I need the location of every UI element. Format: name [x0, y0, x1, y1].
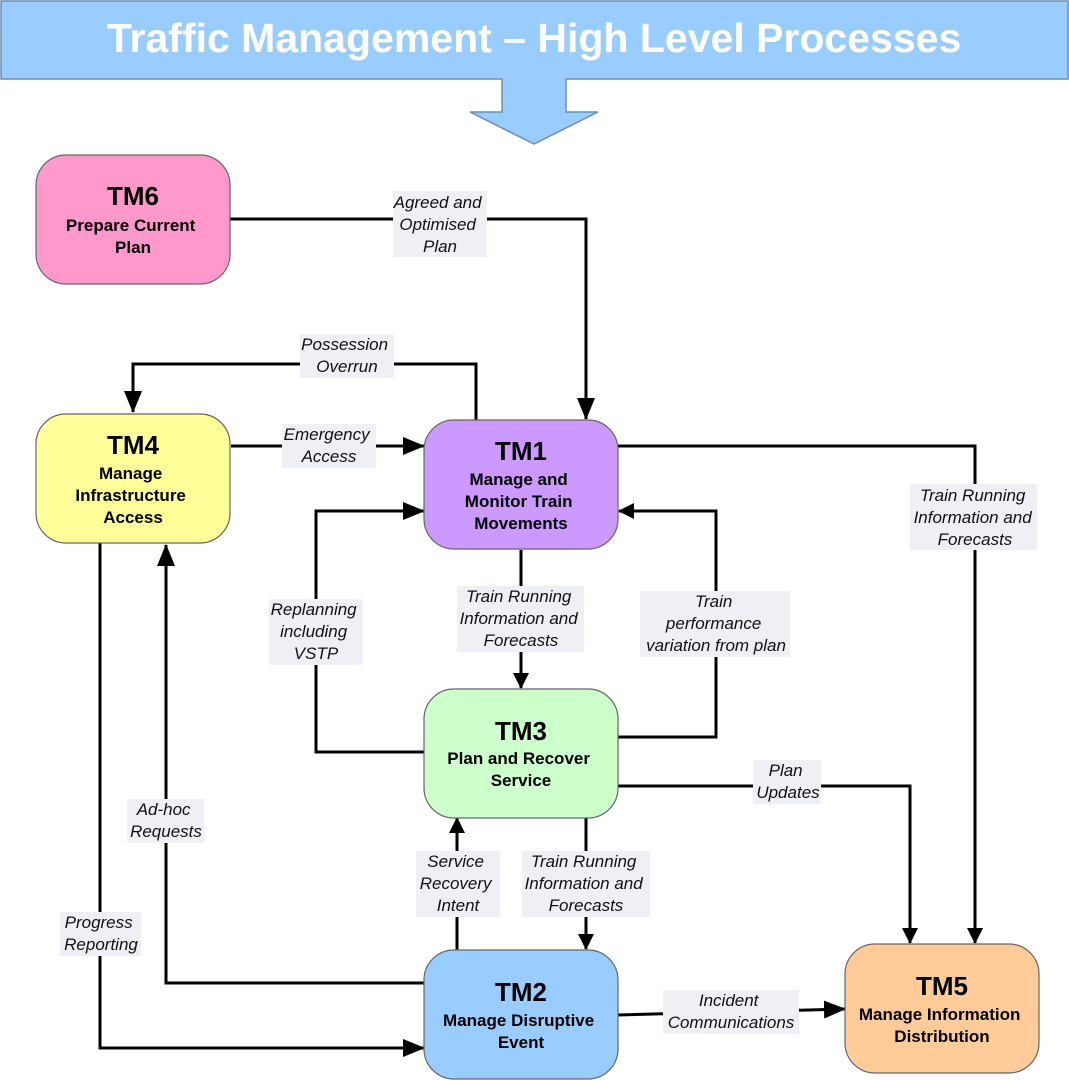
node-tm6[interactable]: TM6 Prepare Current Plan [35, 154, 231, 285]
node-tm3-label: Plan and Recover Service [447, 749, 594, 790]
svg-text:Possession Overrun: Possession Overrun [301, 335, 393, 376]
svg-text:Plan Updates: Plan Updates [756, 761, 820, 802]
node-tm5-label: Manage Information Distribution [859, 1005, 1025, 1046]
node-tm2-label: Manage Disruptive Event [443, 1011, 599, 1052]
title-banner: Traffic Management – High Level Processe… [0, 0, 1069, 145]
svg-text:Progress Reporting: Progress Reporting [64, 913, 138, 954]
svg-text:Train performance: Train performance variation from plan [646, 592, 786, 655]
banner-arrow-shape [0, 0, 1069, 145]
node-tm4-label: Manage Infrastructure Access [75, 464, 190, 527]
edge-label-tm2-tm3: Service Recovery Intent [416, 851, 500, 917]
edge-label-tm1-tm3: Train Running Information and Forecasts [457, 586, 584, 652]
svg-text:Train Running Informat: Train Running Information and Forecasts [525, 852, 648, 915]
svg-text:Train Running Informat: Train Running Information and Forecasts [914, 486, 1037, 549]
node-tm3-id: TM3 [495, 716, 547, 746]
edge-labels: Agreed and Optimised Plan Possession Ove… [60, 191, 1037, 1034]
edge-label-tm3-tm1-performance: Train performance variation from plan [640, 591, 790, 657]
edge-label-tm2-tm4: Ad-hoc Requests [127, 799, 204, 843]
edge-tm1-tm5 [618, 444, 983, 944]
edge-label-tm3-tm1-replanning: Replanning including VSTP [269, 599, 363, 665]
node-tm5-id: TM5 [916, 971, 968, 1001]
edge-label-tm2-tm5: Incident Communications [663, 990, 799, 1034]
node-tm6-id: TM6 [107, 181, 159, 211]
edge-tm3-tm5 [618, 784, 918, 944]
node-tm6-label: Prepare Current Plan [66, 216, 200, 257]
svg-text:Service Recovery: Service Recovery Intent [420, 852, 497, 915]
node-tm5[interactable]: TM5 Manage Information Distribution [844, 943, 1040, 1074]
svg-text:Incident Communication: Incident Communications [668, 991, 795, 1032]
node-tm1-id: TM1 [495, 436, 547, 466]
svg-text:Ad-hoc Requests: Ad-hoc Requests [130, 800, 202, 841]
edge-label-tm6-tm1: Agreed and Optimised Plan [393, 191, 487, 257]
node-tm4[interactable]: TM4 Manage Infrastructure Access [35, 413, 231, 544]
diagram-title: Traffic Management – High Level Processe… [107, 15, 962, 61]
edge-label-tm1-tm4: Possession Overrun [300, 334, 394, 378]
svg-text:Agreed and Optimised: Agreed and Optimised Plan [393, 193, 487, 256]
edge-label-tm3-tm5: Plan Updates [753, 760, 821, 804]
edge-label-tm4-tm2: Progress Reporting [60, 912, 141, 956]
edge-tm2-tm4 [157, 544, 424, 985]
edge-tm4-tm2 [98, 543, 425, 1057]
node-tm1[interactable]: TM1 Manage and Monitor Train Movements [423, 419, 619, 550]
node-tm2[interactable]: TM2 Manage Disruptive Event [423, 949, 619, 1080]
svg-text:Train Running Informat: Train Running Information and Forecasts [460, 587, 583, 650]
svg-text:Emergency Access: Emergency Access [284, 425, 375, 466]
edge-label-tm1-tm5: Train Running Information and Forecasts [910, 484, 1037, 550]
node-tm3[interactable]: TM3 Plan and Recover Service [423, 688, 619, 819]
node-tm1-label: Manage and Monitor Train Movements [465, 470, 577, 533]
node-tm2-id: TM2 [495, 977, 547, 1007]
edge-label-tm4-tm1: Emergency Access [282, 424, 376, 468]
edge-label-tm3-tm2: Train Running Information and Forecasts [522, 851, 650, 917]
svg-text:Replanning including: Replanning including VSTP [271, 600, 362, 663]
node-tm4-id: TM4 [107, 430, 160, 460]
edge-tm6-tm1 [230, 217, 595, 420]
